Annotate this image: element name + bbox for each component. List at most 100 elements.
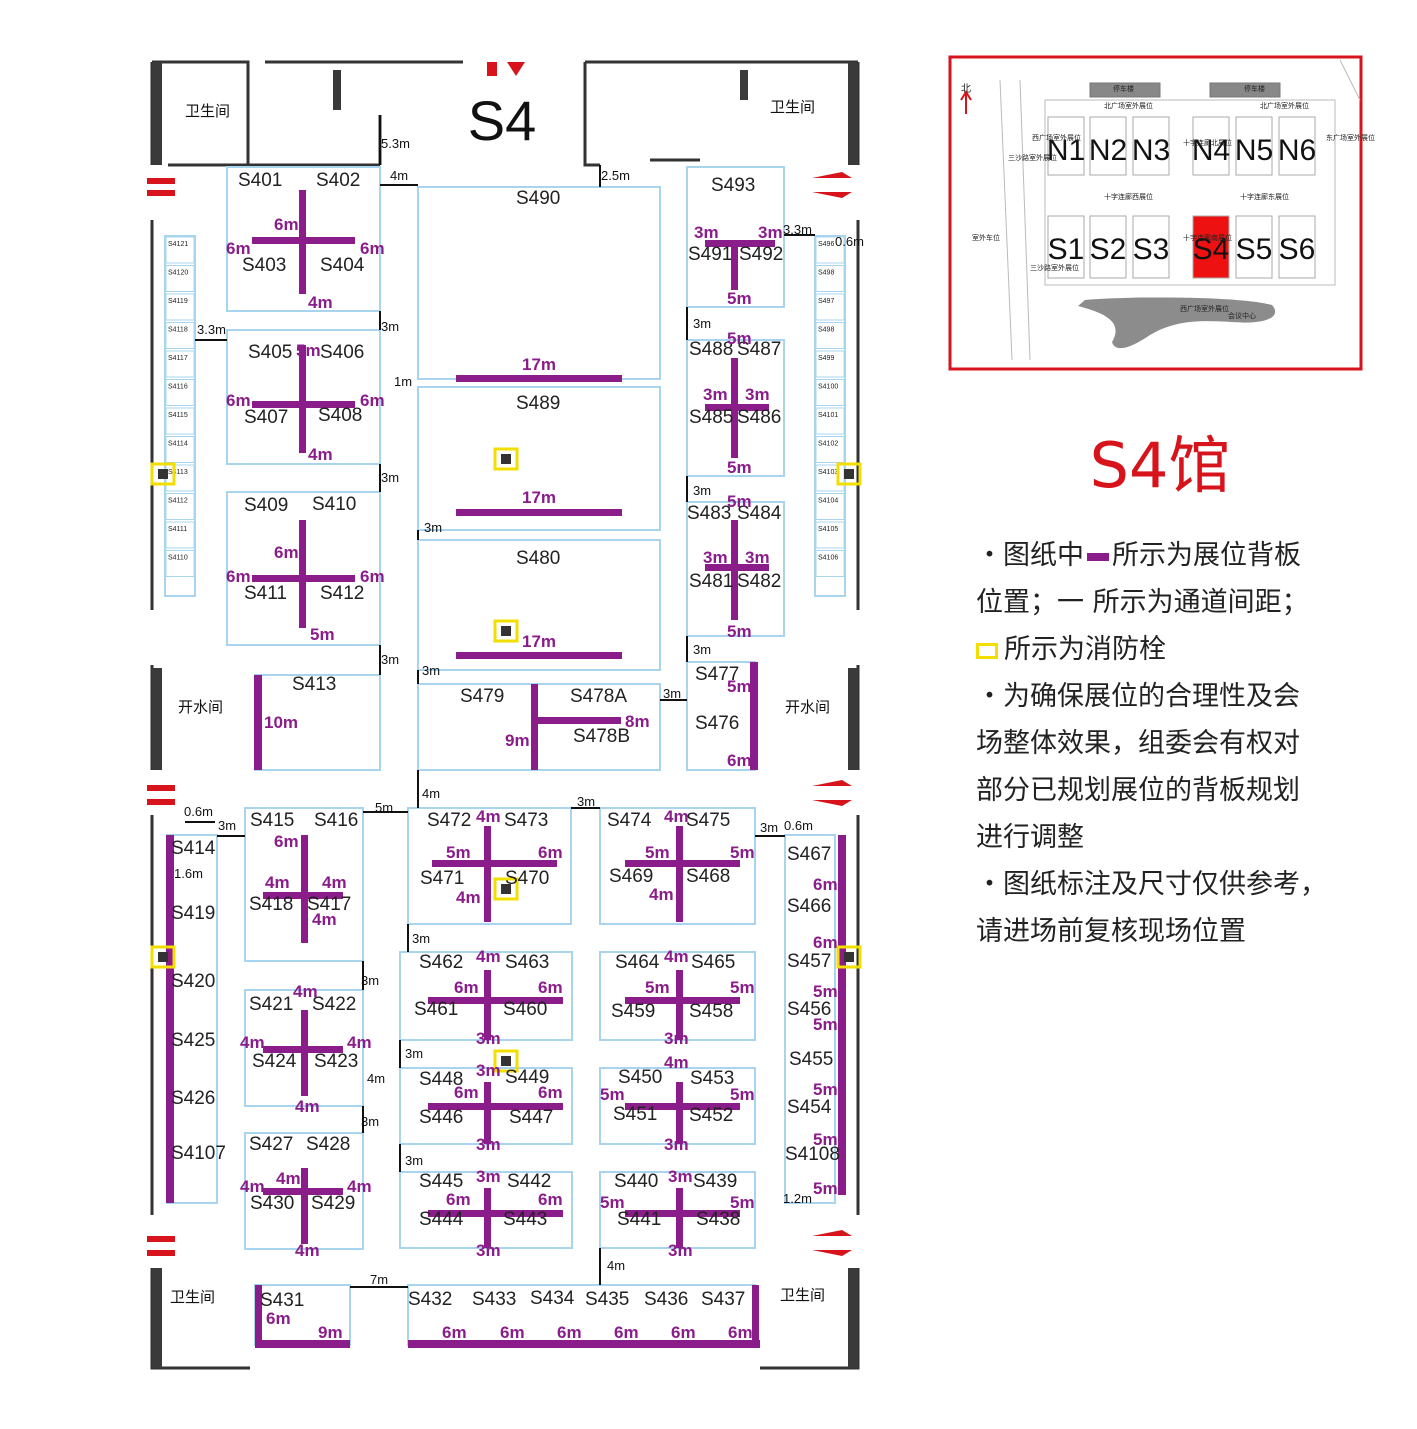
inset-text-label: 室外车位 — [972, 233, 1000, 242]
booth-label: S408 — [318, 405, 362, 426]
inset-hall-label: S4 — [1193, 233, 1230, 266]
booth-label: S472 — [427, 810, 471, 831]
inset-text-label: 会议中心 — [1228, 311, 1256, 320]
legend-line: 请进场前复核现场位置 — [976, 916, 1246, 947]
side-booth-label: S4105 — [818, 526, 838, 533]
side-booth — [815, 550, 845, 577]
booth-label: S446 — [419, 1107, 463, 1128]
side-booths-left: S4121S4120S4119S4118S4117S4116S4115S4114… — [165, 236, 195, 577]
booth-label: S465 — [691, 952, 735, 973]
side-booth-label: S498 — [818, 327, 834, 334]
booth-label: S422 — [312, 994, 356, 1015]
inset-text-label: 北广场室外展位 — [1104, 101, 1153, 110]
aisle-dimension: 0.6m — [184, 804, 213, 819]
side-booth — [165, 379, 195, 406]
booth-label: S4107 — [171, 1143, 226, 1164]
booth-label: S447 — [509, 1107, 553, 1128]
backboard-length-label: 6m — [671, 1323, 696, 1342]
backboard-length-label: 4m — [664, 807, 689, 826]
aisle-dimension: 3m — [693, 316, 711, 331]
aisle-dimension: 3m — [693, 642, 711, 657]
backboard-length-label: 5m — [727, 492, 752, 511]
side-booth — [815, 493, 845, 520]
backboard-length-label: 6m — [446, 1190, 471, 1209]
backboard-length-label: 5m — [296, 341, 321, 360]
backboard-length-label: 17m — [522, 632, 556, 651]
inset-text-label: 三沙路室外展位 — [1030, 263, 1079, 272]
backboard-length-label: 6m — [442, 1323, 467, 1342]
backboard-length-label: 6m — [727, 751, 752, 770]
booth-label: S469 — [609, 866, 653, 887]
backboard-length-label: 17m — [522, 355, 556, 374]
backboard-length-label: 5m — [730, 1085, 755, 1104]
backboard-length-label: 4m — [265, 873, 290, 892]
backboard-length-label: 6m — [538, 978, 563, 997]
aisle-dimension: 3m — [693, 483, 711, 498]
booth-label: S485 — [689, 407, 733, 428]
inset-hall — [1047, 215, 1085, 279]
backboard-length-label: 6m — [728, 1323, 753, 1342]
backboard-length-label: 4m — [308, 293, 333, 312]
inset-hall-label: S3 — [1133, 233, 1170, 266]
booth-label: S427 — [249, 1134, 293, 1155]
backboard-length-label: 6m — [360, 239, 385, 258]
booth-label: S436 — [644, 1289, 688, 1310]
inset-hall-label: N1 — [1047, 134, 1085, 167]
fire-hydrants — [150, 447, 862, 1073]
backboard-length-label: 5m — [727, 329, 752, 348]
backboard-length-label: 3m — [745, 548, 770, 567]
legend: ・图纸中所示为展位背板 位置；一 所示为通道间距； 所示为消防栓 ・为确保展位的… — [976, 532, 1396, 955]
backboard-length-label: 4m — [240, 1177, 265, 1196]
side-booth-label: S499 — [818, 355, 834, 362]
backboard-length-label: 6m — [813, 875, 838, 894]
booth-label: S410 — [312, 494, 356, 515]
inset-hall-label: S5 — [1236, 233, 1273, 266]
booth-label: S415 — [250, 810, 294, 831]
booth-label: S467 — [787, 844, 831, 865]
legend-text: 所示为展位背板 — [1112, 540, 1301, 571]
legend-line: 进行调整 — [976, 822, 1084, 853]
backboard-length-label: 4m — [664, 947, 689, 966]
booth-label: S470 — [505, 868, 549, 889]
booth-label: S413 — [292, 674, 336, 695]
aisle-dimension: 2.5m — [601, 168, 630, 183]
booth-label: S462 — [419, 952, 463, 973]
backboard-length-label: 4m — [476, 807, 501, 826]
side-booth-label: S4102 — [818, 441, 838, 448]
aisle-dimension: 3m — [760, 820, 778, 835]
booth-label: S455 — [789, 1049, 833, 1070]
booth-label: S418 — [249, 894, 293, 915]
booth-label: S4108 — [785, 1144, 840, 1165]
booth-label: S404 — [320, 255, 365, 276]
side-booth — [815, 293, 845, 321]
backboard-length-label: 4m — [312, 910, 337, 929]
side-booth-label: S4119 — [168, 298, 188, 305]
booth-label: S419 — [171, 903, 215, 924]
backboard-length-label: 3m — [703, 385, 728, 404]
aisle-dimension: 3m — [577, 794, 595, 809]
backboard-length-label: 6m — [226, 567, 251, 586]
side-booth-label: S4121 — [168, 241, 188, 248]
fire-hydrant-icon — [836, 945, 862, 969]
booth-label: S406 — [320, 342, 364, 363]
side-booth-label: S4116 — [168, 384, 188, 391]
backboard-length-label: 3m — [476, 1029, 501, 1048]
booth-label: S424 — [252, 1051, 297, 1072]
backboard-length-label: 6m — [274, 215, 299, 234]
booth-label: S435 — [585, 1289, 629, 1310]
booth-label: S431 — [260, 1290, 304, 1311]
backboard-length-label: 5m — [813, 1130, 838, 1149]
inset-hall-label: N3 — [1132, 134, 1170, 167]
side-booth — [165, 550, 195, 577]
room-label: 卫生间 — [185, 103, 230, 120]
fire-hydrant-icon — [150, 945, 176, 969]
booth-label: S459 — [611, 1001, 655, 1022]
backboard-length-label: 4m — [240, 1033, 265, 1052]
backboard-length-label: 5m — [600, 1085, 625, 1104]
backboard-length-label: 5m — [813, 982, 838, 1001]
booth-label: S439 — [693, 1171, 737, 1192]
backboard-length-label: 4m — [664, 1053, 689, 1072]
room-label: 开水间 — [178, 699, 223, 716]
legend-text: ・图纸中 — [976, 540, 1084, 571]
